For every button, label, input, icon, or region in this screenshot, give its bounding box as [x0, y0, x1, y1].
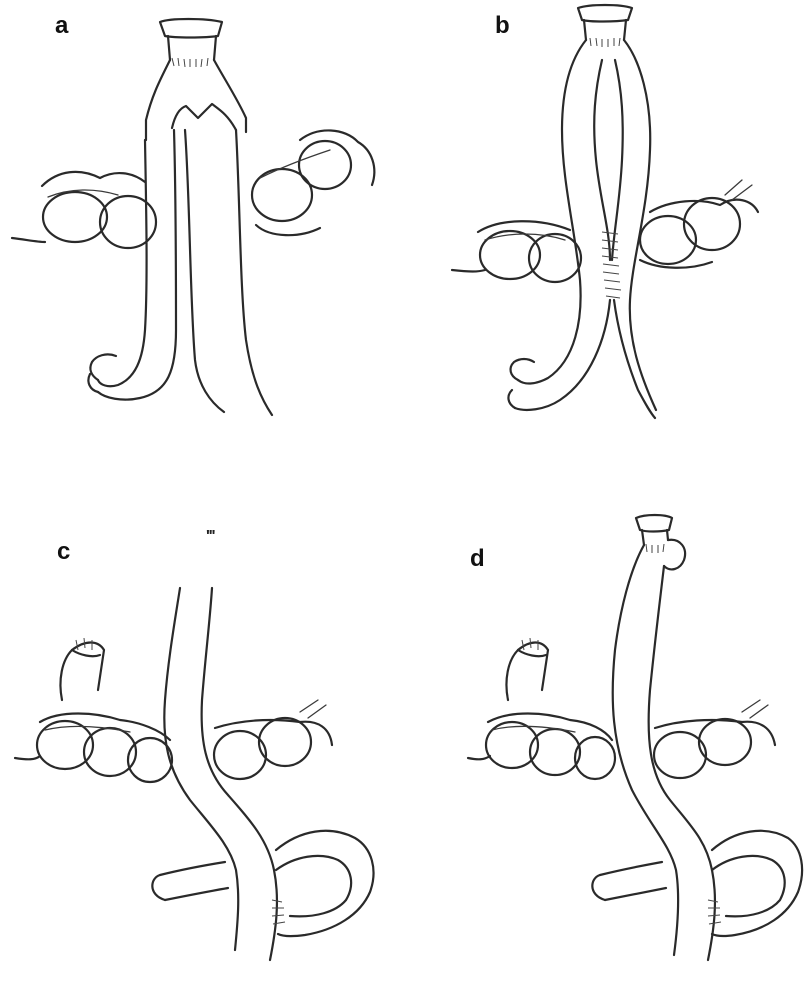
panel-a-drawing — [12, 19, 374, 415]
panel-c-drawing — [15, 588, 374, 960]
panel-d-bowel-loop — [592, 545, 802, 960]
panel-c-colon — [15, 638, 332, 782]
panel-a-pouch — [88, 60, 272, 415]
panel-b-drawing — [452, 5, 758, 418]
panel-c-bowel-loop — [152, 588, 373, 960]
panel-d-anastomosis-cuff — [636, 515, 685, 569]
panel-d-drawing — [468, 515, 802, 960]
panel-a-colon — [12, 130, 374, 248]
panel-b-pouch — [508, 40, 656, 418]
panel-b-colon — [452, 180, 758, 282]
